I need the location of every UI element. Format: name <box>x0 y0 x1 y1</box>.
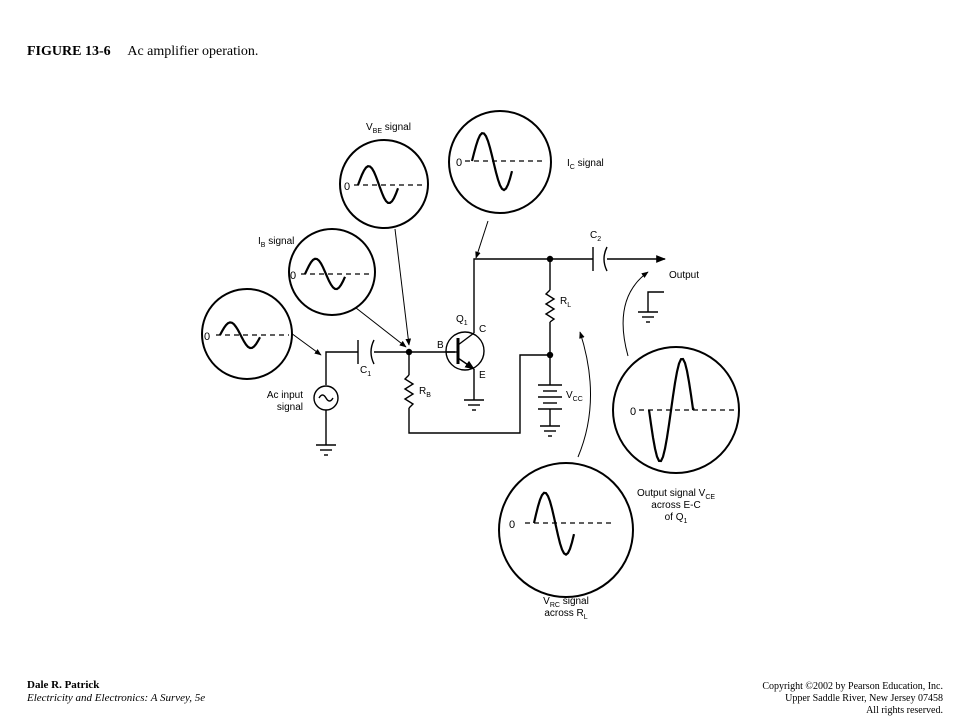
base-label: B <box>437 340 444 351</box>
ac-input-label-line1: Ac input <box>267 390 303 401</box>
scope-ac-input: 0 <box>201 288 293 380</box>
vbe-signal-label: VBE signal <box>366 122 411 135</box>
circuit-labels: VBE signal IC signal IB signal C2 C1 Q1 … <box>258 122 715 621</box>
book-title: Electricity and Electronics: A Survey, 5… <box>27 692 206 704</box>
ground-symbols <box>316 311 658 456</box>
resistor-rl <box>544 289 556 323</box>
q1-label: Q1 <box>456 314 468 327</box>
vrc-signal-label-line1: VRC signal <box>543 596 589 609</box>
author-name: Dale R. Patrick <box>27 679 100 691</box>
junction-dots <box>405 255 554 359</box>
copyright-notice: Copyright ©2002 by Pearson Education, In… <box>762 681 943 717</box>
zero-label: 0 <box>509 519 515 531</box>
vrc-signal-label-line2: across RL <box>544 608 587 621</box>
figure-title: Ac amplifier operation. <box>127 44 259 59</box>
scope-ic-signal: 0 <box>448 110 552 214</box>
zero-label: 0 <box>456 157 462 169</box>
zero-label: 0 <box>630 406 636 418</box>
collector-rail-junction-dot <box>546 255 554 263</box>
collector-label: C <box>479 324 486 335</box>
emitter-label: E <box>479 370 486 381</box>
ground-icon <box>464 399 484 411</box>
zero-label: 0 <box>290 270 296 282</box>
copyright-line: Copyright ©2002 by Pearson Education, In… <box>762 681 943 692</box>
ground-icon <box>540 425 560 437</box>
resistor-rb <box>403 374 415 409</box>
ground-icon <box>638 311 658 323</box>
author-credits: Dale R. Patrick Electricity and Electron… <box>27 679 205 705</box>
scope-ib-signal: 0 <box>288 228 376 316</box>
base-junction-dot <box>405 348 413 356</box>
capacitor-c1 <box>357 339 375 365</box>
scope-output-vce: 0 <box>612 346 740 474</box>
ac-input-label-line2: signal <box>277 402 303 413</box>
ac-input-source <box>313 385 339 411</box>
vcc-junction-dot <box>546 351 554 359</box>
c1-label: C1 <box>360 365 371 378</box>
output-signal-label-line3: of Q1 <box>665 512 688 525</box>
rb-label: RB <box>419 386 431 399</box>
output-signal-label-line1: Output signal VCE <box>637 488 715 501</box>
output-signal-label-line2: across E-C <box>651 500 700 511</box>
transistor-q1 <box>445 331 485 371</box>
scope-vbe-signal: 0 <box>339 139 429 229</box>
rights-line: All rights reserved. <box>866 705 943 716</box>
circuit-wires <box>325 255 666 445</box>
zero-label: 0 <box>344 181 350 193</box>
figure-number: FIGURE 13-6 <box>27 44 111 59</box>
rl-label: RL <box>560 296 571 309</box>
zero-label: 0 <box>204 331 210 343</box>
publisher-address: Upper Saddle River, New Jersey 07458 <box>785 693 943 704</box>
output-label: Output <box>669 270 699 281</box>
c2-label: C2 <box>590 230 601 243</box>
scope-vrc-signal: 0 <box>498 462 634 598</box>
vcc-label: VCC <box>566 390 583 403</box>
ground-icon <box>316 444 336 456</box>
ib-signal-label: IB signal <box>258 236 294 249</box>
capacitor-c2 <box>592 246 608 272</box>
ic-signal-label: IC signal <box>567 158 604 171</box>
battery-vcc <box>538 384 562 410</box>
figure-caption: FIGURE 13-6 Ac amplifier operation. <box>27 44 258 60</box>
